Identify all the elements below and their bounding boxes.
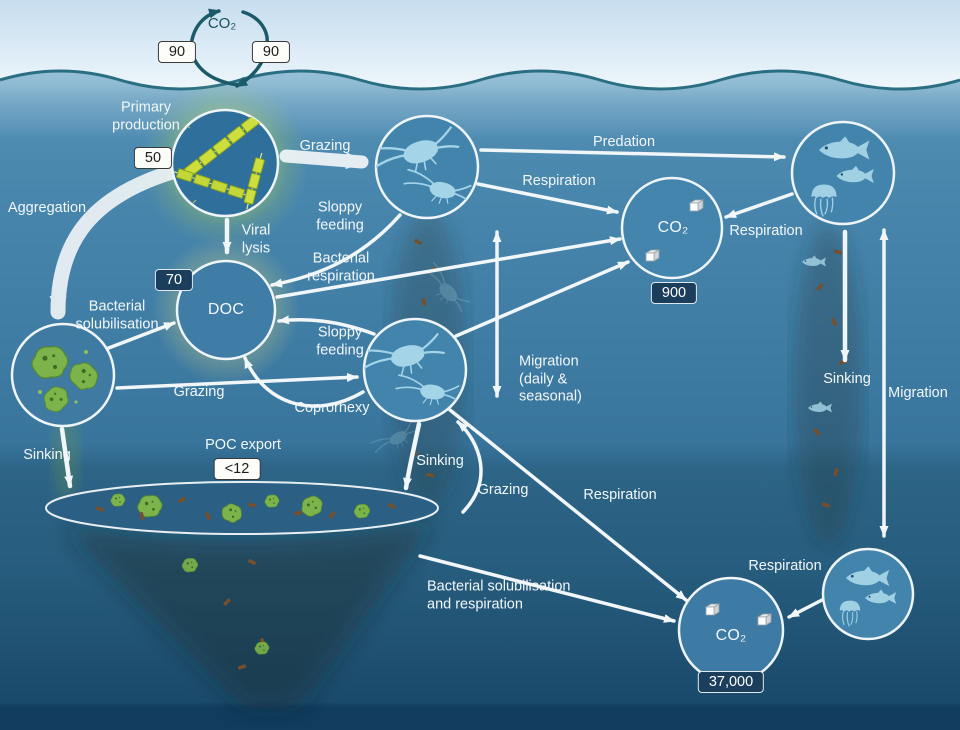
sinking-left-arrow [59, 426, 74, 489]
flux-down-value: 90 [251, 41, 291, 63]
respiration-fish-arrow [724, 192, 794, 219]
bacterial-respiration-arrow [275, 236, 622, 299]
fish-deep-node [821, 547, 915, 641]
sloppy-feeding-lower-arrow [277, 315, 376, 336]
primary-production-value: 50 [133, 147, 173, 169]
sea-surface-wave [0, 69, 960, 91]
bacterial-solubilisation-arrow [104, 321, 176, 351]
doc-value: 70 [154, 269, 194, 291]
flux-up-value: 90 [157, 41, 197, 63]
grazing-mid-arrow [115, 372, 359, 390]
grazing-deep-arrow [456, 420, 483, 514]
zooplankton-lower-node [362, 317, 468, 423]
co2-deep-value: 37,000 [697, 671, 765, 693]
sinking-mid-arrow [403, 421, 422, 491]
zoo2-respiration-arrow [454, 260, 630, 338]
predation-arrow [479, 148, 786, 162]
co2-upper-node [620, 176, 724, 280]
flow-arrows [49, 148, 889, 623]
phytoplankton-node [170, 108, 280, 218]
doc-node [175, 259, 277, 361]
respiration-deep-fish-arrow [787, 598, 824, 619]
respiration-zoo-arrow [476, 182, 619, 215]
sloppy-feeding-upper-arrow [270, 213, 402, 288]
co2-deep-node [677, 576, 785, 684]
sky [0, 0, 960, 89]
poc-export-pool [45, 481, 439, 535]
aggregates-node [10, 322, 116, 428]
coprorhexy-arrow [243, 356, 365, 408]
bacterial-solub-resp-arrow [418, 554, 676, 623]
fish-upper-node [790, 120, 896, 226]
co2-cube-icon [689, 199, 704, 212]
phytoplankton-icon [172, 110, 267, 216]
aggregates-icon [31, 345, 104, 417]
poc-export-value: <12 [213, 458, 261, 480]
aggregation-arrow [49, 164, 180, 320]
grazing-surface-arrow [279, 149, 369, 170]
respiration-deep-zoo-arrow [448, 408, 688, 602]
co2-upper-value: 900 [650, 282, 698, 304]
zooplankton-upper-node [374, 114, 480, 220]
